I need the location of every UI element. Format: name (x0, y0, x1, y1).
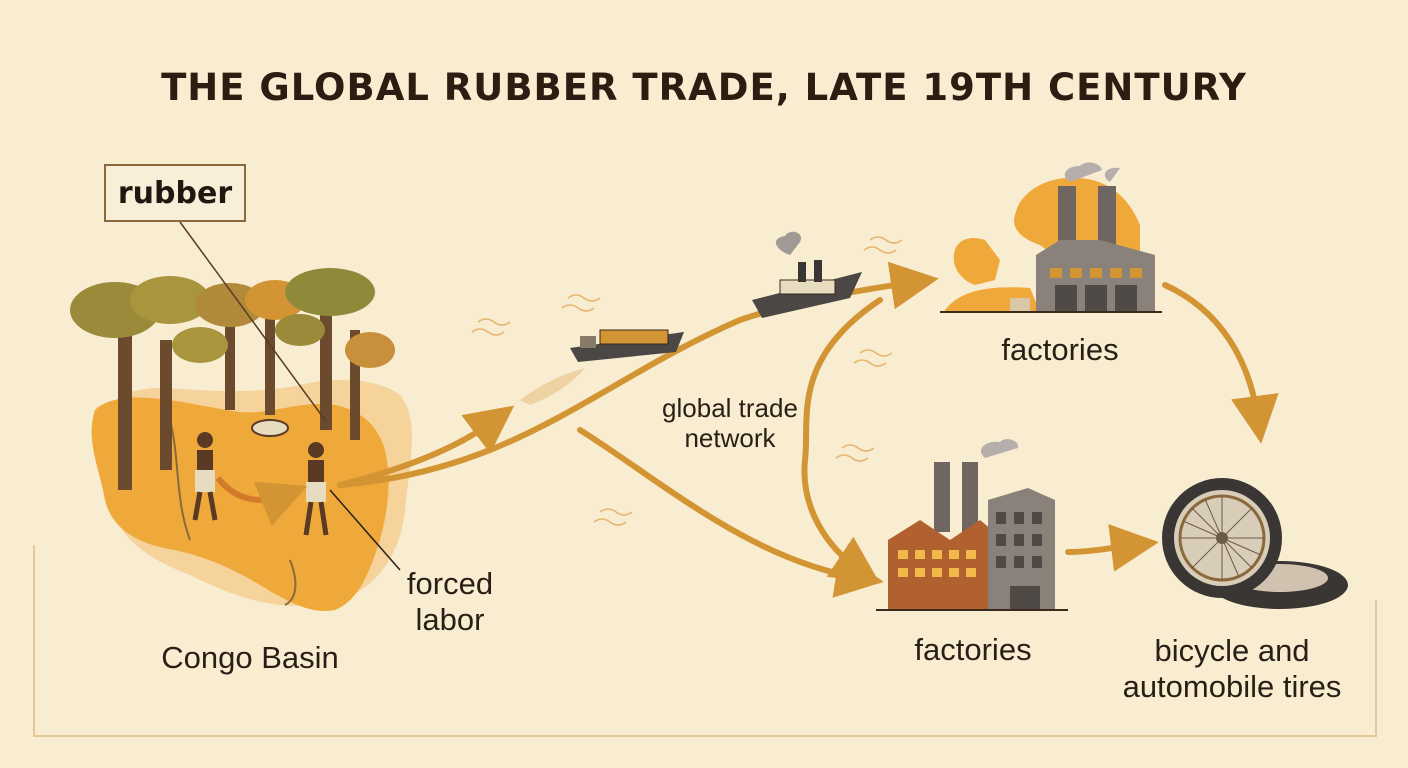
forest-icon (70, 268, 395, 490)
wave-icon (471, 236, 903, 526)
tires-line2: automobile tires (1122, 669, 1342, 704)
trade-network-line2: network (684, 423, 776, 453)
rubber-label: rubber (104, 164, 246, 222)
barge-icon (570, 329, 684, 362)
arrow-to-coast (337, 405, 515, 488)
congo-basin-text: Congo Basin (161, 640, 339, 675)
frame-line (33, 545, 1377, 737)
gray-factory-icon (940, 162, 1162, 313)
tires-line1: bicycle and (1154, 633, 1310, 668)
coast-wake (520, 368, 585, 405)
arrow-europe-to-factory (801, 297, 883, 584)
forced-labor-label: forced labor (380, 566, 520, 638)
arrow-top-factory-to-tires (1162, 282, 1279, 444)
tire-icon (1162, 478, 1348, 609)
rubber-pointer (179, 221, 326, 421)
page-title: THE GLOBAL RUBBER TRADE, LATE 19TH CENTU… (161, 66, 1247, 109)
arrow-to-factory-bottom (577, 427, 884, 598)
congo-basin-label: Congo Basin (140, 640, 360, 676)
tires-label: bicycle and automobile tires (1090, 633, 1374, 705)
forced-labor-line1: forced (406, 566, 494, 601)
factories-bottom-text: factories (914, 632, 1032, 667)
factories-bottom-label: factories (873, 632, 1073, 668)
brick-factory-icon (876, 439, 1068, 611)
trade-network-line1: global trade (662, 393, 798, 423)
basket-icon (251, 419, 289, 437)
congo-map-icon (91, 379, 412, 611)
forced-labor-line2: labor (415, 602, 485, 637)
trade-network-label: global trade network (630, 393, 830, 453)
worker-icon (192, 432, 329, 536)
arrow-factory-to-tires (1065, 524, 1159, 572)
factories-top-text: factories (1001, 332, 1119, 367)
steamship-icon (752, 231, 862, 318)
worker-transfer-arrow (215, 476, 308, 527)
forced-labor-pointer (329, 489, 401, 571)
factories-top-label: factories (960, 332, 1160, 368)
